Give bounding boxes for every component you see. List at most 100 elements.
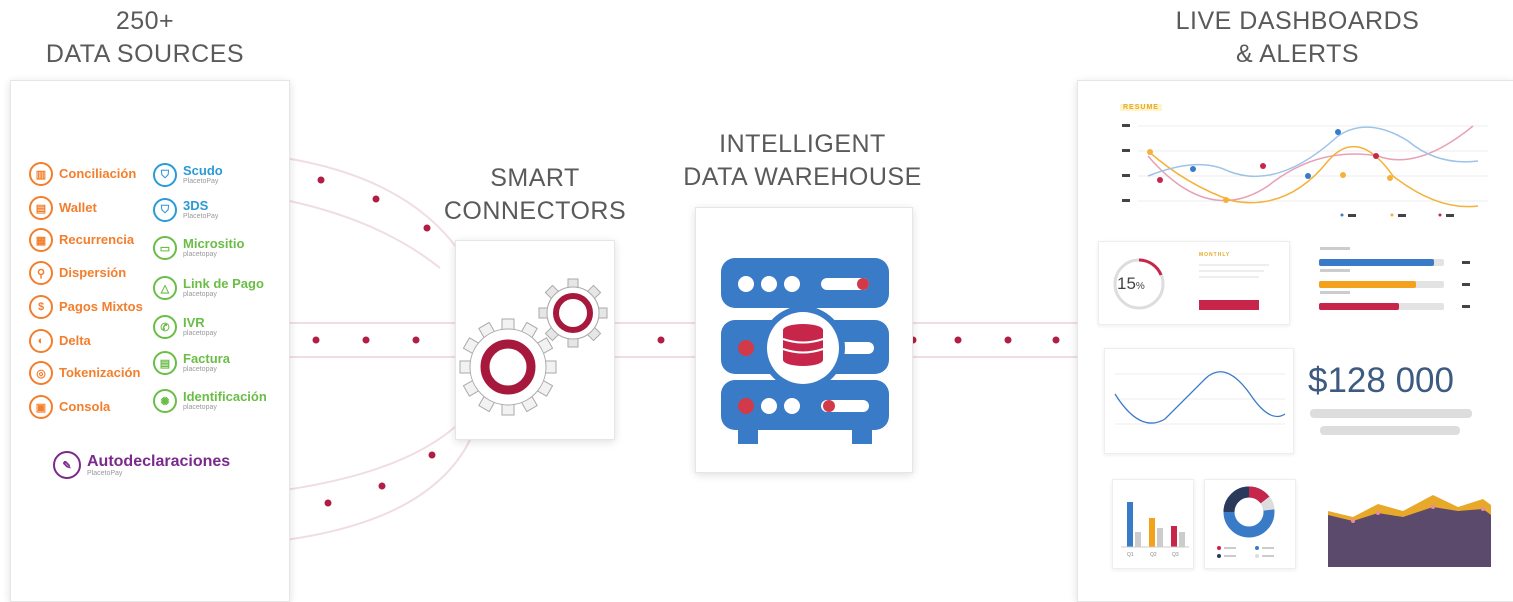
data-warehouse-card [695,207,913,473]
source-label: Scudo [183,163,223,178]
money-value: $128 000 [1308,361,1454,400]
bar-tick-label: Q1 [1127,552,1134,558]
donut-widget [1204,479,1296,569]
bar-chart [1121,502,1189,548]
source-sub: PlacetoPay [183,213,219,220]
bar [1127,502,1133,547]
flow-dot [428,451,436,459]
percent-unit: % [1135,281,1145,292]
dashboards-card: RESUME 15% [1077,80,1513,602]
source-label: Recurrencia [59,232,135,247]
source-label: Identificación [183,389,267,404]
source-sub: placetopay [183,251,217,258]
smart-connectors-card [455,240,615,440]
resume-tag: RESUME [1120,104,1162,111]
flow-dot [657,336,665,344]
shield-icon: ⛉ [153,163,177,187]
source-sub: placetopay [183,404,217,411]
series-point [1223,197,1229,203]
link-icon: △ [153,276,177,300]
source-tokenizacion: ◎ Tokenización [29,361,140,385]
flow-dot [378,482,386,490]
mixed-payments-icon: $ [29,295,53,319]
flow-dot [362,336,370,344]
source-sub: PlacetoPay [183,178,219,185]
source-conciliacion: ▥ Conciliación [29,162,136,186]
console-icon: ▣ [29,395,53,419]
bar-tick-label: Q3 [1172,552,1179,558]
percent-value: 15% [1117,274,1145,294]
bar [1171,526,1177,547]
source-label: Delta [59,333,91,348]
flow-dot [312,336,320,344]
source-label: 3DS [183,198,209,213]
microsite-icon: ▭ [153,236,177,260]
warehouse-line-1: INTELLIGENT [719,130,886,158]
flow-dot [317,176,325,184]
source-label: Dispersión [59,265,127,280]
flow-dot [324,499,332,507]
wallet-icon: ▤ [29,196,53,220]
shield-3ds-icon: ⛉ [153,198,177,222]
source-label: Tokenización [59,365,141,380]
source-consola: ▣ Consola [29,395,110,419]
source-sub: PlacetoPay [87,469,123,477]
delta-icon: ◐ [29,329,53,353]
token-icon: ◎ [29,361,53,385]
wave-widget [1104,348,1294,454]
bar [1149,518,1155,547]
source-label: IVR [183,315,205,330]
gears-icon [459,278,608,416]
smart-connectors-heading: SMART CONNECTORS [430,162,640,228]
database-server-icon [721,258,889,444]
connectors-line-1: SMART [490,164,580,192]
series-point [1373,153,1379,159]
phone-icon: ✆ [153,315,177,339]
fingerprint-icon: ✺ [153,389,177,413]
series-point [1387,175,1393,181]
source-pagos-mixtos: $ Pagos Mixtos [29,295,143,319]
dashboards-line-1: LIVE DASHBOARDS [1175,7,1420,35]
monthly-button[interactable] [1199,300,1259,310]
invoice-icon: ▤ [153,351,177,375]
donut-chart [1217,486,1275,558]
area-chart [1328,495,1491,567]
source-sub: placetopay [183,330,217,337]
progress-bar [1319,259,1434,266]
source-label: Pagos Mixtos [59,299,143,314]
source-dispersion: ⚲ Dispersión [29,261,126,285]
source-label: Conciliación [59,166,137,181]
data-warehouse-heading: INTELLIGENT DATA WAREHOUSE [665,128,940,194]
percent-widget: 15% MONTHLY [1098,241,1290,325]
area-point [1431,505,1435,509]
monthly-tag: MONTHLY [1199,252,1231,258]
series-point [1147,149,1153,155]
series-point [1190,166,1196,172]
source-label: Micrositio [183,236,245,251]
percent-number: 15 [1117,274,1136,293]
flow-dot [1004,336,1012,344]
sources-count: 250+ [115,7,175,35]
source-sub: placetopay [183,366,217,373]
data-sources-heading: 250+ DATA SOURCES [20,5,270,71]
progress-bar [1319,303,1399,310]
source-recurrencia: ▦ Recurrencia [29,228,134,252]
source-delta: ◐ Delta [29,329,91,353]
dashboards-heading: LIVE DASHBOARDS & ALERTS [1160,5,1435,71]
progress-widget [1314,247,1494,327]
dispersion-icon: ⚲ [29,261,53,285]
source-label: Link de Pago [183,276,264,291]
source-sub: placetopay [183,291,217,298]
source-label: Consola [59,399,111,414]
bar [1157,528,1163,547]
source-label: Factura [183,351,230,366]
connectors-line-2: CONNECTORS [443,197,627,225]
area-point [1376,511,1380,515]
multi-line-chart [1122,124,1488,217]
series-point [1260,163,1266,169]
